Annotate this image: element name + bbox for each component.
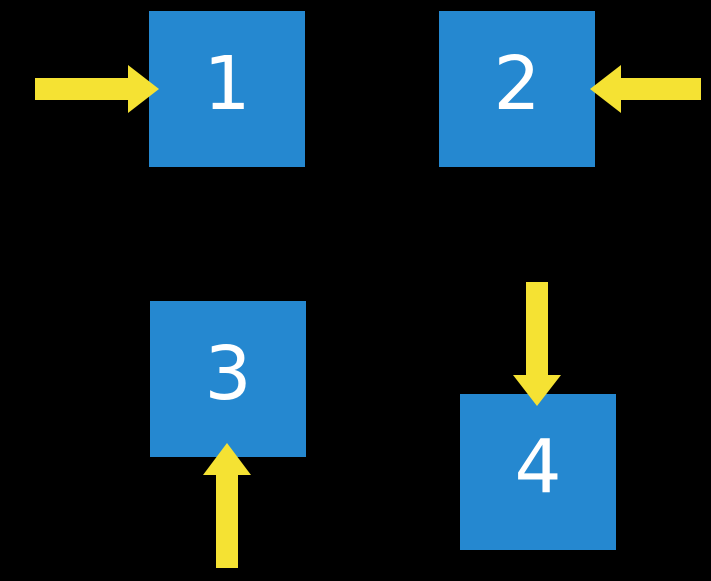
arrow-right-icon: [35, 65, 159, 113]
numbered-box-1[interactable]: 1: [149, 11, 305, 167]
numbered-box-4[interactable]: 4: [460, 394, 616, 550]
box-2-label: 2: [493, 41, 541, 127]
box-1-label: 1: [203, 41, 251, 127]
arrow-left-icon: [590, 65, 701, 113]
arrow-up-icon: [203, 443, 251, 568]
numbered-box-2[interactable]: 2: [439, 11, 595, 167]
box-3-label: 3: [204, 331, 252, 417]
arrow-down-icon: [513, 282, 561, 406]
numbered-box-3[interactable]: 3: [150, 301, 306, 457]
box-4-label: 4: [514, 424, 562, 510]
